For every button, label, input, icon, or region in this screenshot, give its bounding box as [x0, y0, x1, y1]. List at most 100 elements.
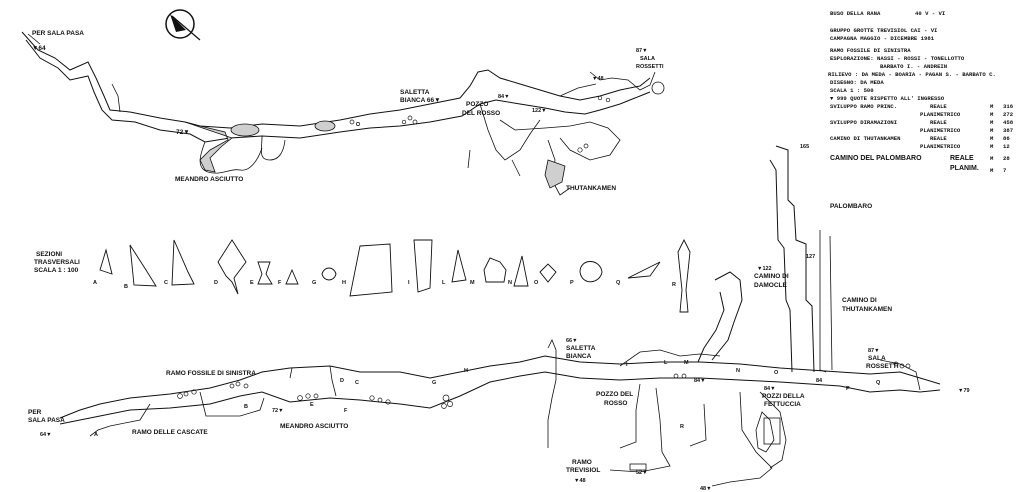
- section-label: O: [534, 280, 539, 286]
- profile-sala-pasa: SALA PASA: [28, 417, 65, 424]
- plan-saletta: SALETTA: [400, 89, 430, 96]
- section-label: N: [508, 280, 512, 286]
- title-block: BUSO DELLA RANA 40 V - VI GRUPPO GROTTE …: [828, 10, 1014, 174]
- palombaro-reale-value: 28: [1003, 155, 1010, 162]
- profile-view: 165 PALOMBARO 127 CAMINO DI THUTANKAMEN …: [28, 144, 970, 492]
- plan-rossetti: ROSSETTI: [636, 64, 664, 70]
- section-p: [579, 261, 603, 283]
- exploration: ESPLORAZIONE: NASSI - ROSSI - TONELLOTTO: [830, 55, 965, 62]
- section-c: [171, 239, 195, 286]
- profile-marker: A: [94, 432, 98, 438]
- section-q: [627, 261, 661, 279]
- section-label: B: [124, 284, 128, 290]
- cave-code: 40 V - VI: [915, 10, 945, 17]
- north-arrow-icon: [165, 9, 201, 41]
- profile-marker: E: [310, 402, 314, 408]
- plan-thutankamen: THUTANKAMEN: [566, 185, 616, 192]
- quote-note: ▼ 999 QUOTE RISPETTO ALL' INGRESSO: [830, 95, 945, 102]
- svg-text:316: 316: [1003, 103, 1014, 110]
- exploration-2: BARBATO I. - ANDREIN: [880, 63, 947, 70]
- profile-rosso: ROSSO: [604, 400, 627, 407]
- svg-text:SVILUPPO DIRAMAZIONI: SVILUPPO DIRAMAZIONI: [830, 119, 897, 126]
- svg-text:SVILUPPO RAMO PRINC.: SVILUPPO RAMO PRINC.: [830, 103, 897, 110]
- profile-marker: I: [626, 362, 628, 368]
- profile-marker: R: [680, 424, 684, 430]
- section-label: C: [164, 280, 168, 286]
- svg-text:12: 12: [1003, 143, 1010, 150]
- plan-depth-72: 72▼: [176, 129, 190, 136]
- sections-scale: SCALA 1 : 100: [34, 267, 79, 274]
- svg-text:PLANIMETRICO: PLANIMETRICO: [920, 143, 961, 150]
- profile-marker: B: [244, 404, 248, 410]
- svg-text:M: M: [990, 119, 994, 126]
- profile-camino-damocle: CAMINO DI: [754, 273, 789, 280]
- profile-marker: O: [774, 370, 779, 376]
- section-g: [321, 267, 337, 281]
- plan-view: PER SALA PASA ▼64 72▼ MEANDRO ASCIUTTO S…: [21, 30, 665, 196]
- profile-saletta: SALETTA: [566, 345, 596, 352]
- section-b: [129, 244, 157, 287]
- profile-camino: CAMINO DI: [842, 297, 877, 304]
- drawing: DISEGNO: DA MEDA: [830, 79, 884, 86]
- section-label: Q: [616, 280, 621, 286]
- profile-damocle: DAMOCLE: [754, 282, 788, 289]
- stat-row: PLANIMETRICO M 12: [920, 143, 1010, 150]
- plan-depth-48: ▼48: [592, 76, 604, 82]
- profile-sala: SALA: [868, 355, 886, 362]
- boulder-marks: [177, 361, 911, 409]
- section-label: M: [470, 280, 475, 286]
- section-label: I: [408, 280, 410, 286]
- profile-ramo-cascate: RAMO DELLE CASCATE: [132, 429, 208, 436]
- profile-h165: 165: [800, 144, 809, 150]
- section-label: H: [342, 280, 346, 286]
- survey-team: RILIEVO : DA MEDA - BOARIA - PAGAN S. - …: [828, 71, 996, 78]
- profile-marker: M: [684, 360, 689, 366]
- group-name: GRUPPO GROTTE TREVISIOL CAI - VI: [830, 27, 937, 34]
- plan-bianca: BIANCA 66▼: [400, 97, 441, 104]
- plan-del-rosso: DEL ROSSO: [462, 110, 500, 117]
- section-i: [413, 239, 433, 293]
- svg-text:M: M: [990, 127, 994, 134]
- profile-d52: 52▼: [636, 470, 648, 476]
- sections-title-2: TRASVERSALI: [34, 259, 80, 266]
- profile-pozzo: POZZO DEL: [596, 391, 633, 398]
- profile-d66: 66▼: [566, 338, 578, 344]
- svg-text:M: M: [990, 143, 994, 150]
- profile-d122: ▼122: [757, 266, 772, 272]
- plan-depth-87: 87▼: [636, 48, 648, 54]
- section-label: P: [570, 280, 574, 286]
- profile-marker: H: [464, 368, 468, 374]
- section-label: A: [93, 280, 97, 286]
- profile-meandro: MEANDRO ASCIUTTO: [280, 423, 348, 430]
- plan-depth-122: 122▼: [532, 108, 547, 114]
- profile-rossetti: ROSSETTI: [866, 363, 899, 370]
- section-e: [257, 261, 273, 285]
- plan-depth-84: 84▼: [498, 94, 510, 100]
- profile-marker: C: [355, 380, 359, 386]
- profile-h127: 127: [806, 254, 815, 260]
- profile-palombaro: PALOMBARO: [830, 203, 872, 210]
- section-label: D: [214, 280, 218, 286]
- svg-text:86: 86: [1003, 135, 1010, 142]
- profile-d84b: 84▼: [764, 386, 776, 392]
- palombaro-reale: REALE: [950, 155, 974, 162]
- profile-marker: L: [664, 360, 668, 366]
- profile-d79: ▼79: [958, 388, 970, 394]
- section-o: [539, 263, 557, 283]
- campaign: CAMPAGNA MAGGIO - DICEMBRE 1981: [830, 35, 935, 42]
- section-h: [349, 243, 393, 297]
- svg-text:M: M: [990, 135, 994, 142]
- sections-title-1: SEZIONI: [36, 251, 62, 258]
- section-f: [285, 268, 299, 285]
- profile-pozzi: POZZI DELLA: [762, 393, 805, 400]
- svg-text:REALE: REALE: [930, 103, 947, 110]
- svg-text:387: 387: [1003, 127, 1013, 134]
- stat-row: SVILUPPO DIRAMAZIONI REALE M 458: [830, 119, 1014, 126]
- profile-marker: N: [736, 368, 740, 374]
- palombaro-unit-2: M: [990, 167, 994, 174]
- svg-text:REALE: REALE: [930, 135, 947, 142]
- stat-row: PLANIMETRICO M 272: [920, 111, 1014, 118]
- profile-marker: D: [340, 378, 344, 384]
- profile-ramo-fossile: RAMO FOSSILE DI SINISTRA: [166, 370, 256, 377]
- stat-row: CAMINO DI THUTANKAMEN REALE M 86: [830, 135, 1010, 142]
